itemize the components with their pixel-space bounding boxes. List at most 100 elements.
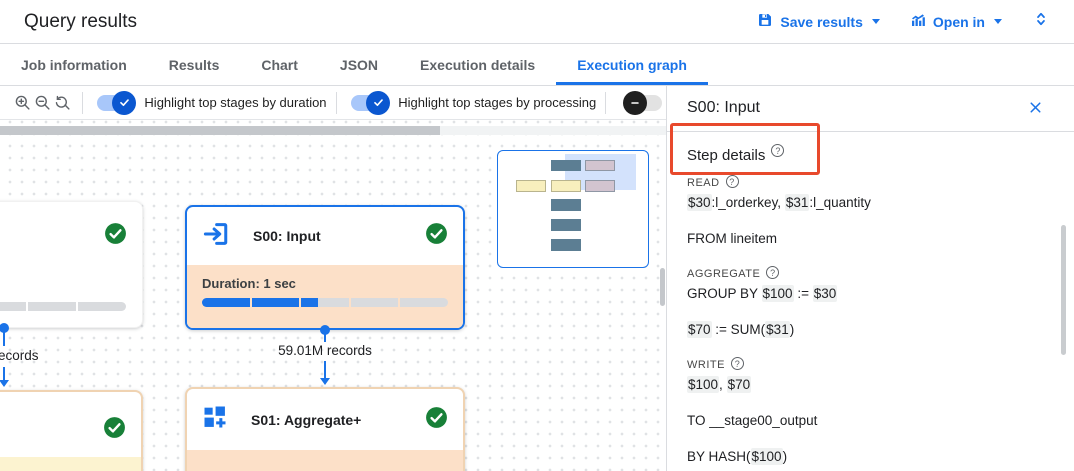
close-icon[interactable]	[1027, 99, 1044, 121]
minimap-stage-rect	[551, 199, 581, 211]
step-detail-value: BY HASH($100)	[687, 448, 788, 465]
caret-down-icon	[871, 19, 880, 24]
help-icon[interactable]: ?	[766, 266, 780, 279]
step-section-label: READ?	[687, 174, 1040, 193]
minimap-stage-rect	[585, 160, 615, 171]
page-title: Query results	[24, 10, 137, 32]
toolbar-divider	[335, 91, 337, 114]
step-section-label: WRITE?	[687, 356, 1040, 375]
variable-token: $30	[812, 285, 838, 302]
step-detail-value: GROUP BY $100 := $30	[687, 285, 838, 302]
toggle-check-icon	[112, 90, 137, 115]
stage-progress-bar	[0, 302, 126, 311]
variable-token: $100	[687, 376, 720, 393]
stage-duration-label: Duration: 1 sec	[202, 276, 296, 291]
tab-job-information[interactable]: Job information	[21, 56, 127, 73]
minimap-stage-rect	[551, 239, 581, 251]
help-icon[interactable]: ?	[730, 357, 744, 370]
success-check-icon	[103, 221, 128, 251]
zoom-in-icon[interactable]	[12, 89, 32, 117]
toggle-highlight-processing[interactable]	[351, 90, 391, 115]
step-detail-value: $100, $70	[687, 376, 752, 393]
open-in-button[interactable]: Open in	[910, 12, 1002, 31]
edge-arrowhead	[320, 378, 330, 385]
step-details-panel: S00: Input Step details? READ?$30:l_orde…	[666, 86, 1074, 471]
stage-card-partial-bottom[interactable]	[0, 390, 143, 471]
step-section-label: AGGREGATE?	[687, 265, 1040, 284]
panel-divider	[667, 131, 1074, 132]
tab-chart[interactable]: Chart	[261, 56, 298, 73]
stage-duration-section: Duration: 1 sec	[187, 265, 463, 328]
header: Query results Save results Open in	[0, 0, 1074, 44]
minimap-stage-rect	[585, 180, 615, 192]
tab-json[interactable]: JSON	[339, 56, 379, 73]
toolbar-divider	[81, 91, 83, 114]
stage-card-s01[interactable]: S01: Aggregate+	[185, 387, 465, 471]
edge-records-label-partial: ecords	[0, 348, 39, 363]
save-icon	[757, 12, 773, 31]
horizontal-scrollbar-thumb[interactable]	[0, 126, 440, 135]
stage-card-partial-top[interactable]	[0, 201, 143, 328]
success-check-icon	[102, 415, 127, 445]
chart-icon	[910, 12, 926, 31]
step-detail-value: TO __stage00_output	[687, 413, 818, 428]
help-icon[interactable]: ?	[725, 175, 739, 188]
graph-toolbar: Highlight top stages by duration Highlig…	[0, 86, 672, 120]
tab-execution-graph[interactable]: Execution graph	[556, 44, 708, 85]
toggle-check-icon	[366, 90, 391, 115]
toggle-highlight-duration[interactable]	[97, 90, 137, 115]
minimap-stage-rect	[551, 160, 581, 171]
zoom-out-icon[interactable]	[32, 89, 52, 117]
success-check-icon	[424, 221, 449, 251]
save-results-button[interactable]: Save results	[757, 12, 880, 31]
stage-yellow-section	[0, 457, 141, 471]
step-detail-value: $30:l_orderkey, $31:l_quantity	[687, 194, 871, 211]
stage-card-header: S01: Aggregate+	[187, 389, 463, 450]
edge-records-label: 59.01M records	[278, 343, 372, 358]
variable-token: $31	[784, 194, 810, 211]
aggregate-stage-icon	[201, 403, 229, 436]
edge-line	[3, 367, 5, 380]
execution-graph-canvas[interactable]: ecords S00: Input Duration: 1 sec	[0, 120, 666, 471]
vertical-scrollbar-thumb[interactable]	[660, 268, 665, 306]
edge-dot	[0, 323, 9, 333]
stage-progress-bar	[202, 298, 448, 307]
help-icon[interactable]: ?	[771, 144, 785, 157]
toggle-processing-label: Highlight top stages by processing	[398, 95, 597, 110]
step-detail-value: $70 := SUM($31)	[687, 321, 795, 338]
variable-token: $31	[765, 321, 790, 338]
edge-dot	[320, 325, 330, 335]
minimap-stage-rect	[516, 180, 546, 192]
stage-card-s00[interactable]: S00: Input Duration: 1 sec	[185, 205, 465, 330]
header-actions: Save results Open in	[757, 10, 1050, 33]
toggle-dark-off[interactable]	[623, 90, 662, 115]
variable-token: $100	[761, 285, 794, 302]
stage-duration-section	[187, 450, 463, 471]
toggle-minus-icon	[623, 90, 647, 115]
tab-execution-details[interactable]: Execution details	[420, 56, 536, 73]
variable-token: $70	[687, 321, 712, 338]
input-stage-icon	[201, 219, 231, 254]
edge-line	[324, 361, 326, 378]
step-details-heading: Step details?	[687, 144, 785, 164]
stage-card-header: S00: Input	[187, 207, 463, 265]
variable-token: $30	[687, 194, 712, 211]
edge-arrowhead	[0, 380, 9, 387]
edge-line	[3, 332, 5, 346]
minimap[interactable]	[497, 150, 649, 268]
success-check-icon	[424, 405, 449, 435]
tab-bar: Job information Results Chart JSON Execution…	[0, 44, 1074, 86]
panel-scrollbar-thumb[interactable]	[1061, 225, 1066, 355]
toolbar-divider	[605, 91, 606, 114]
edge-line	[324, 334, 326, 342]
tab-results[interactable]: Results	[168, 56, 220, 73]
minimap-stage-rect	[551, 180, 581, 192]
toggle-duration-label: Highlight top stages by duration	[144, 95, 327, 110]
collapse-expand-icon[interactable]	[1032, 10, 1050, 33]
minimap-stage-rect	[551, 219, 581, 231]
zoom-reset-icon[interactable]	[52, 89, 72, 117]
horizontal-scrollbar-track	[0, 126, 666, 135]
stage-title: S01: Aggregate+	[251, 411, 362, 428]
